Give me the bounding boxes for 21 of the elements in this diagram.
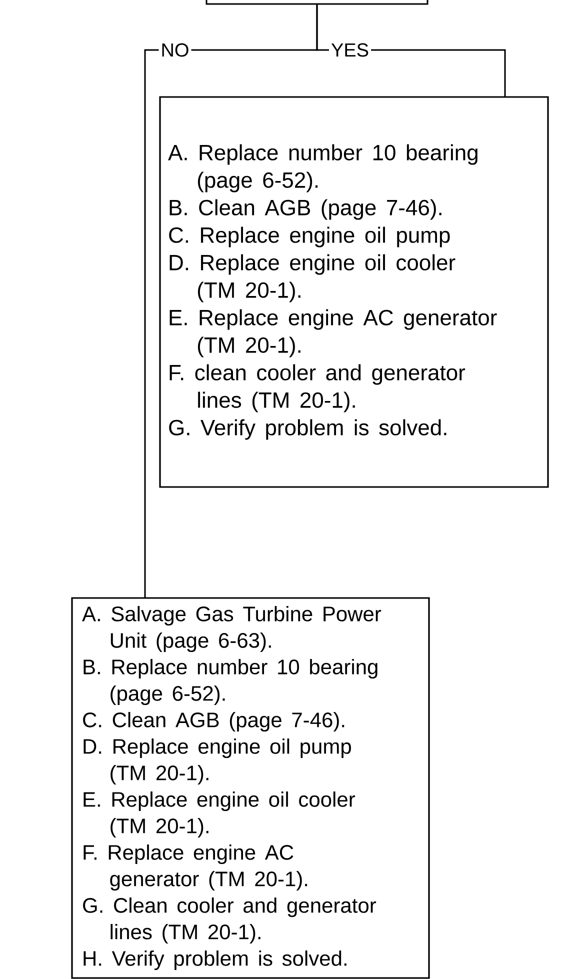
step-item: E. Replace engine oil cooler (TM 20-1). (84, 791, 355, 838)
step-item: C. Clean AGB (page 7-46). (83, 712, 344, 732)
step-item: F. clean cooler and generator lines (TM 20-1). (170, 364, 466, 412)
process-box (206, 0, 428, 5)
step-item: G. Clean cooler and generator lines (TM 20-1). (83, 897, 376, 944)
step-item: E. Replace engine AC generator (TM 20-1). (170, 309, 497, 358)
step-item: A. Replace number 10 bearing (page 6-52). (168, 144, 478, 192)
edge-label: NO (162, 43, 188, 57)
step-item: G. Verify problem is solved. (169, 419, 446, 440)
step-item: H. Verify problem is solved. (84, 950, 346, 970)
step-item: B. Replace number 10 bearing (page 6-52). (84, 658, 378, 706)
step-box (71, 597, 430, 979)
step-item: A. Salvage Gas Turbine Power Unit (page 6-63). (82, 606, 382, 652)
step-item: B. Clean AGB (page 7-46). (170, 199, 442, 220)
step-item: D. Replace engine oil cooler (TM 20-1). (170, 254, 456, 302)
connector-line (144, 4, 318, 598)
step-item: C. Replace engine oil pump (169, 226, 450, 248)
edge-label: YES (331, 43, 368, 57)
step-item: D. Replace engine oil pump (TM 20-1). (84, 738, 351, 785)
step-box (159, 96, 549, 488)
step-item: F. Replace engine AC generator (TM 20-1). (84, 844, 308, 891)
